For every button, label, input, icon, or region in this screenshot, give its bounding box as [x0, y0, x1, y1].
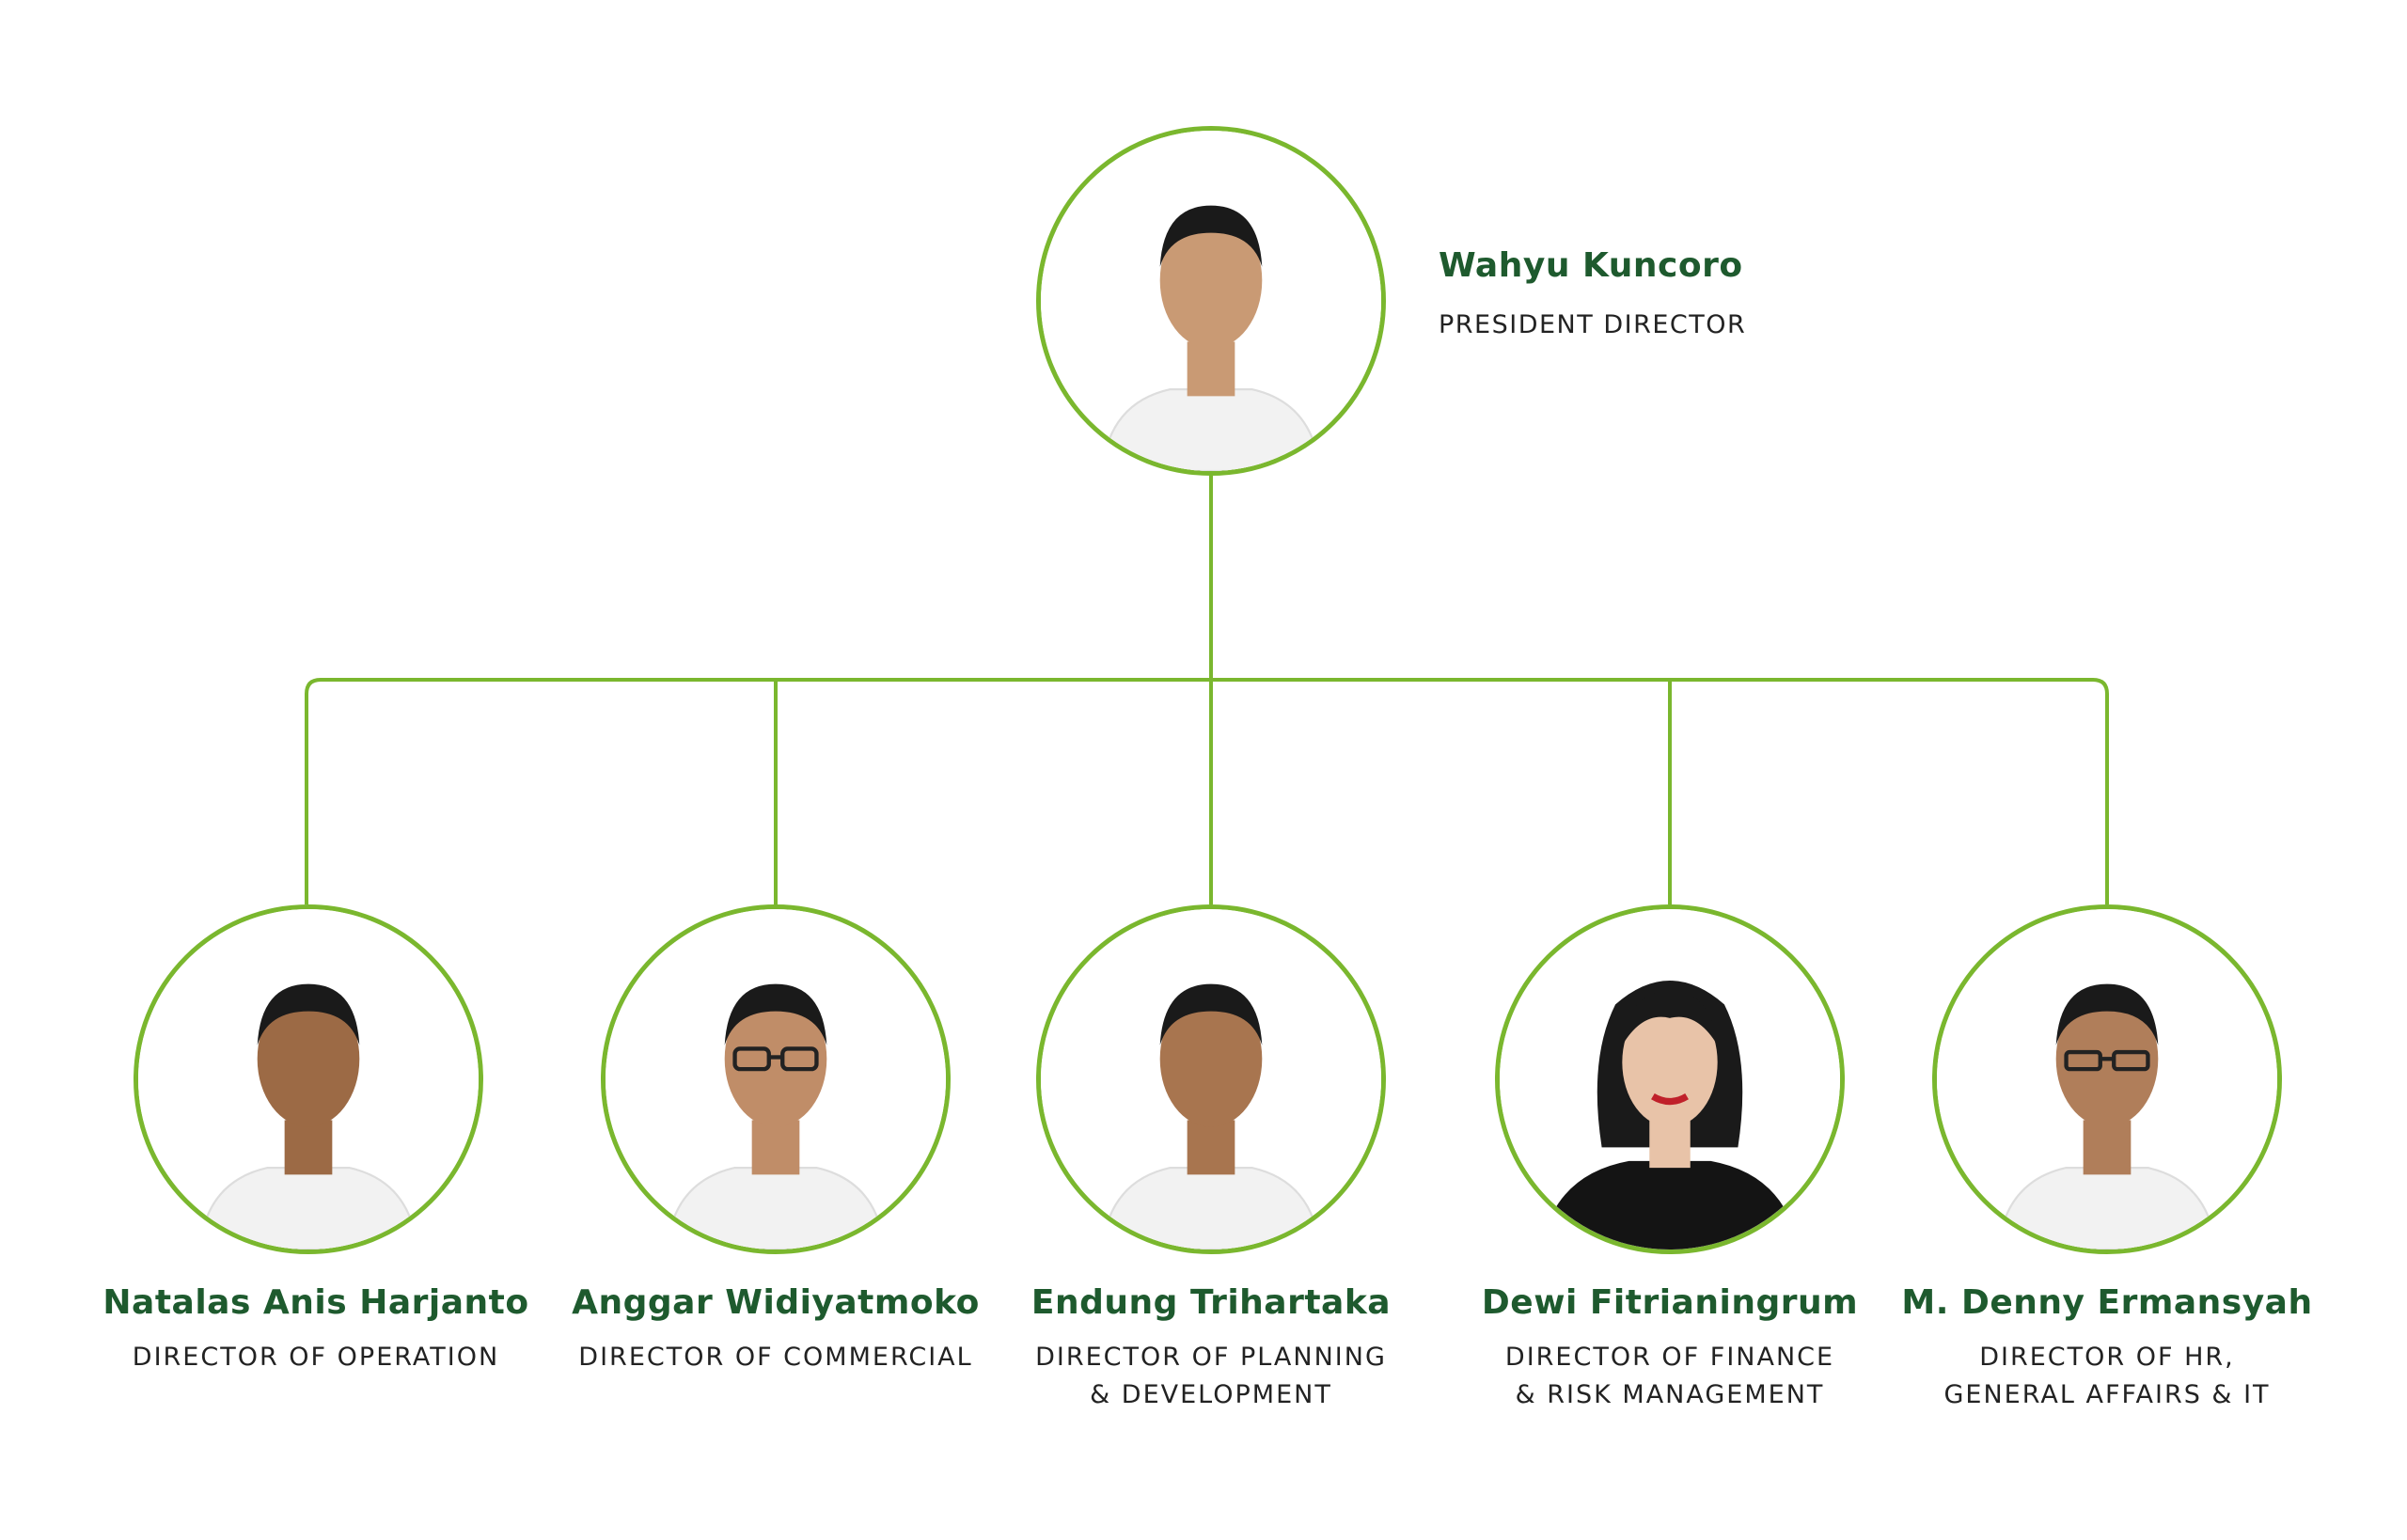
- director-title-line: & RISK MANAGEMENT: [1515, 1380, 1825, 1409]
- person-photo-icon: [1937, 909, 2277, 1249]
- director-name-4: Dewi Fitrianingrum: [1481, 1283, 1859, 1322]
- president-title: PRESIDENT DIRECTOR: [1439, 310, 1747, 339]
- director-title-2: DIRECTOR OF COMMERCIAL: [578, 1339, 972, 1376]
- director-photo-4: [1495, 904, 1845, 1254]
- director-title-1: DIRECTOR OF OPERATION: [133, 1339, 499, 1376]
- director-title-line: DIRECTOR OF PLANNING: [1035, 1343, 1387, 1372]
- director-title-3: DIRECTOR OF PLANNING & DEVELOPMENT: [1035, 1339, 1387, 1414]
- person-photo-icon: [1500, 909, 1840, 1249]
- director-name-1: Natalas Anis Harjanto: [102, 1283, 529, 1322]
- director-photo-2: [601, 904, 951, 1254]
- director-title-4: DIRECTOR OF FINANCE & RISK MANAGEMENT: [1505, 1339, 1834, 1414]
- president-name: Wahyu Kuncoro: [1439, 246, 1743, 285]
- director-photo-5: [1932, 904, 2282, 1254]
- director-title-line: & DEVELOPMENT: [1090, 1380, 1332, 1409]
- person-photo-icon: [606, 909, 946, 1249]
- director-name-5: M. Denny Ermansyah: [1901, 1283, 2313, 1322]
- director-title-5: DIRECTOR OF HR, GENERAL AFFAIRS & IT: [1943, 1339, 2270, 1414]
- president-photo: [1036, 126, 1386, 476]
- director-title-line: DIRECTOR OF COMMERCIAL: [578, 1343, 973, 1372]
- director-photo-1: [134, 904, 483, 1254]
- person-photo-icon: [1041, 909, 1381, 1249]
- director-name-2: Anggar Widiyatmoko: [572, 1283, 980, 1322]
- director-title-line: GENERAL AFFAIRS & IT: [1943, 1380, 2271, 1409]
- director-title-line: DIRECTOR OF OPERATION: [132, 1343, 500, 1372]
- connector-horizontal-bar: [305, 678, 2109, 904]
- director-title-line: DIRECTOR OF FINANCE: [1504, 1343, 1835, 1372]
- person-photo-icon: [1041, 131, 1381, 471]
- director-title-line: DIRECTOR OF HR,: [1979, 1343, 2235, 1372]
- director-photo-3: [1036, 904, 1386, 1254]
- person-photo-icon: [138, 909, 479, 1249]
- director-name-3: Endung Trihartaka: [1030, 1283, 1392, 1322]
